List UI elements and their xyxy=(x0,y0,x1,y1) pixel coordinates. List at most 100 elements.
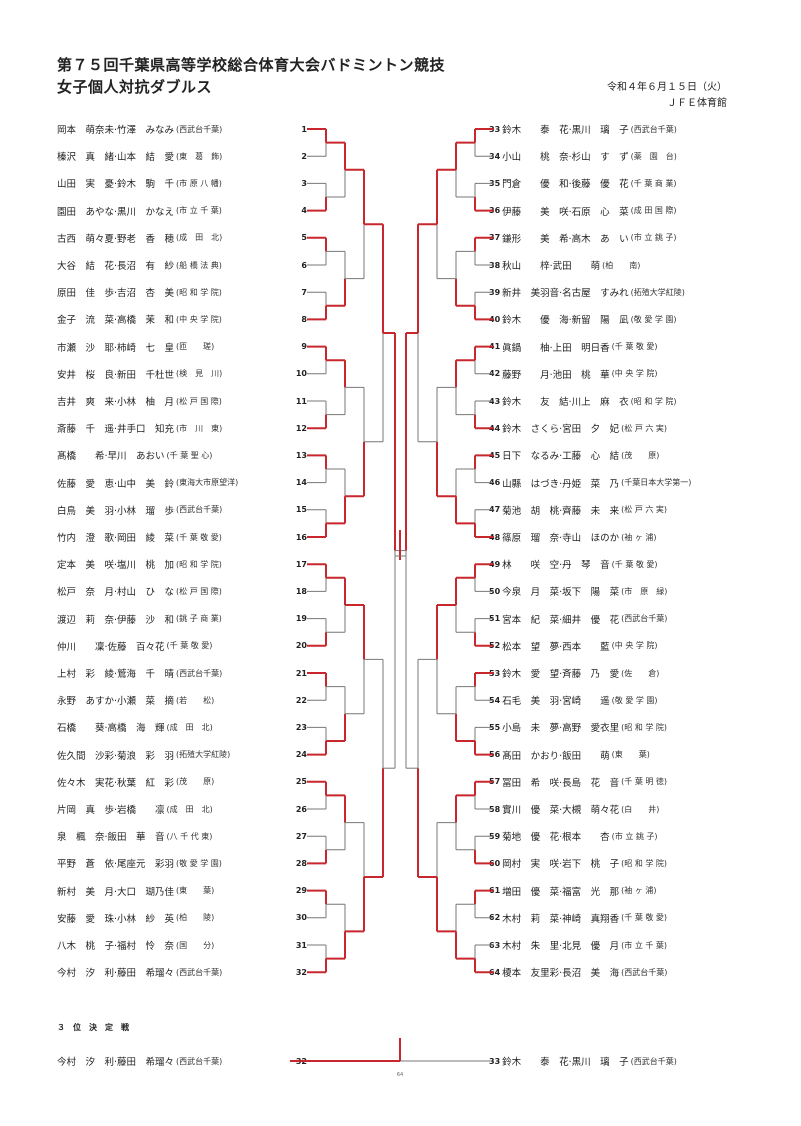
draw-number: 33 xyxy=(489,124,501,134)
left-entry: 新村 美 月·大口 瑚乃佳(東 葉)29 xyxy=(57,884,307,898)
draw-number: 17 xyxy=(295,559,307,569)
draw-number: 60 xyxy=(489,858,501,868)
player-names: 安藤 愛 珠·小林 紗 英 xyxy=(57,913,175,925)
left-entry: 斎藤 千 遥·井手口 知充(市 川 東)12 xyxy=(57,421,307,436)
school-name: (茂 原) xyxy=(621,450,660,460)
school-name: (成 田 北) xyxy=(166,804,213,814)
player-names: 鈴木 優 海·新留 陽 凪 xyxy=(502,315,629,327)
player-names: 髙橋 希·早川 あおい xyxy=(57,451,165,463)
draw-number: 27 xyxy=(295,831,307,841)
player-names: 今村 汐 利·藤田 希瑠々 xyxy=(57,968,175,980)
school-name: (若 松) xyxy=(176,695,215,705)
player-names: 斎藤 千 遥·井手口 知充 xyxy=(57,424,175,436)
draw-number: 8 xyxy=(301,314,307,324)
draw-number: 41 xyxy=(489,342,501,352)
draw-number: 7 xyxy=(301,287,307,297)
player-names: 今村 汐 利·藤田 希瑠々 xyxy=(57,1057,175,1068)
player-names: 佐々木 実花·秋葉 紅 彩 xyxy=(57,777,175,789)
school-name: (拓殖大学紅陵) xyxy=(176,750,231,760)
left-entry: 定本 美 咲·塩川 桃 加(昭 和 学 院)17 xyxy=(57,557,307,572)
school-name: (検 見 川) xyxy=(176,369,223,379)
school-name: (昭 和 学 院) xyxy=(621,722,668,732)
left-entry: 永野 あすか·小瀬 菜 摘(若 松) 22 xyxy=(57,693,307,708)
school-name: (千 葉 聖 心) xyxy=(166,450,213,460)
third-place-right-entry: 33 鈴木 泰 花·黒川 璃 子 (西武台千葉) xyxy=(489,1054,751,1069)
school-name: (成 田 北) xyxy=(166,722,213,732)
third-place-title: ３ 位 決 定 戦 xyxy=(57,1023,129,1032)
draw-number: 16 xyxy=(295,532,307,542)
draw-number: 23 xyxy=(295,722,307,732)
draw-number: 34 xyxy=(489,151,501,161)
draw-number: 1 xyxy=(301,124,307,134)
school-name: (白 井) xyxy=(621,804,660,814)
draw-number: 61 xyxy=(489,886,501,896)
school-name: (国 分) xyxy=(176,940,215,950)
player-names: 金子 流 菜·高橋 茉 和 xyxy=(57,315,175,327)
event-subtitle: 女子個人対抗ダブルス xyxy=(57,78,213,96)
draw-number: 9 xyxy=(301,342,307,352)
school-name: (東 葉) xyxy=(611,750,650,760)
left-entry: 安藤 愛 珠·小林 紗 英(柏 陵)30 xyxy=(57,911,307,925)
player-names: 藤野 月·池田 桃 華 xyxy=(502,369,610,381)
draw-number: 51 xyxy=(489,614,501,624)
draw-number: 5 xyxy=(301,233,307,243)
draw-number: 58 xyxy=(489,804,501,814)
school-name: (西武台千葉) xyxy=(621,967,668,977)
left-entry: 泉 楓 奈·飯田 華 音(八 千 代 東) 27 xyxy=(57,829,307,844)
draw-number: 25 xyxy=(295,777,307,787)
left-entry: 吉井 爽 来·小林 柚 月(松 戸 国 際)11 xyxy=(57,394,307,409)
left-entry: 大谷 結 花·長沼 有 紗(船 橋 法 典)6 xyxy=(57,258,307,273)
draw-number: 35 xyxy=(489,178,501,188)
player-names: 石橋 葵·高橋 海 輝 xyxy=(57,723,165,735)
player-names: 定本 美 咲·塩川 桃 加 xyxy=(57,560,175,572)
player-names: 竹内 澄 歌·岡田 綾 菜 xyxy=(57,533,175,544)
school-name: (千 葉 敬 愛) xyxy=(176,532,222,542)
school-name: (千葉日本大学第一) xyxy=(621,478,692,488)
player-names: 大谷 結 花·長沼 有 紗 xyxy=(57,261,175,272)
draw-number: 22 xyxy=(295,695,307,705)
player-names: 松本 望 夢·西本 藍 xyxy=(502,641,610,653)
left-entry: 金子 流 菜·高橋 茉 和(中 央 学 院)8 xyxy=(57,312,307,327)
left-entry: 佐久間 沙彩·菊浪 彩 羽(拓殖大学紅陵)24 xyxy=(57,748,307,762)
left-entry: 上村 彩 綾·鷲海 千 晴(西武台千葉)21 xyxy=(57,666,307,681)
left-entry: 石橋 葵·高橋 海 輝(成 田 北) 23 xyxy=(57,720,307,735)
draw-number: 29 xyxy=(295,886,307,896)
player-names: 髙田 かおり·飯田 萌 xyxy=(502,750,610,762)
school-name: (八 千 代 東) xyxy=(166,831,213,841)
player-names: 平野 蒼 依·尾座元 彩羽 xyxy=(57,859,175,871)
school-name: (中 央 学 院) xyxy=(611,641,658,651)
school-name: (成 田 国 際) xyxy=(630,206,677,216)
player-names: 新村 美 月·大口 瑚乃佳 xyxy=(57,886,175,898)
left-entry: 髙橋 希·早川 あおい(千 葉 聖 心) 13 xyxy=(57,448,307,463)
school-name: (中 央 学 院) xyxy=(611,369,658,379)
player-names: 菊地 優 花·根本 杏 xyxy=(502,832,610,844)
left-entry: 佐藤 愛 恵·山中 美 鈴(東海大市原望洋)14 xyxy=(57,476,307,490)
player-names: 小山 桃 奈·杉山 す ず xyxy=(502,152,629,164)
player-names: 菊池 胡 桃·齊藤 未 来 xyxy=(502,505,620,517)
player-names: 佐久間 沙彩·菊浪 彩 羽 xyxy=(57,750,175,762)
player-names: 木村 莉 菜·神崎 真翔香 xyxy=(502,913,620,925)
left-entry: 八木 桃 子·福村 怜 奈(国 分)31 xyxy=(57,938,307,953)
player-names: 泉 楓 奈·飯田 華 音 xyxy=(57,832,165,844)
player-names: 吉井 爽 来·小林 柚 月 xyxy=(57,397,175,408)
player-names: 永野 あすか·小瀬 菜 摘 xyxy=(57,696,175,708)
player-names: 八木 桃 子·福村 怜 奈 xyxy=(57,941,175,952)
draw-number: 18 xyxy=(295,586,307,596)
player-names: 小島 未 夢·高野 愛衣里 xyxy=(502,723,620,735)
draw-number: 13 xyxy=(295,450,307,460)
school-name: (袖 ヶ 浦) xyxy=(621,532,657,542)
